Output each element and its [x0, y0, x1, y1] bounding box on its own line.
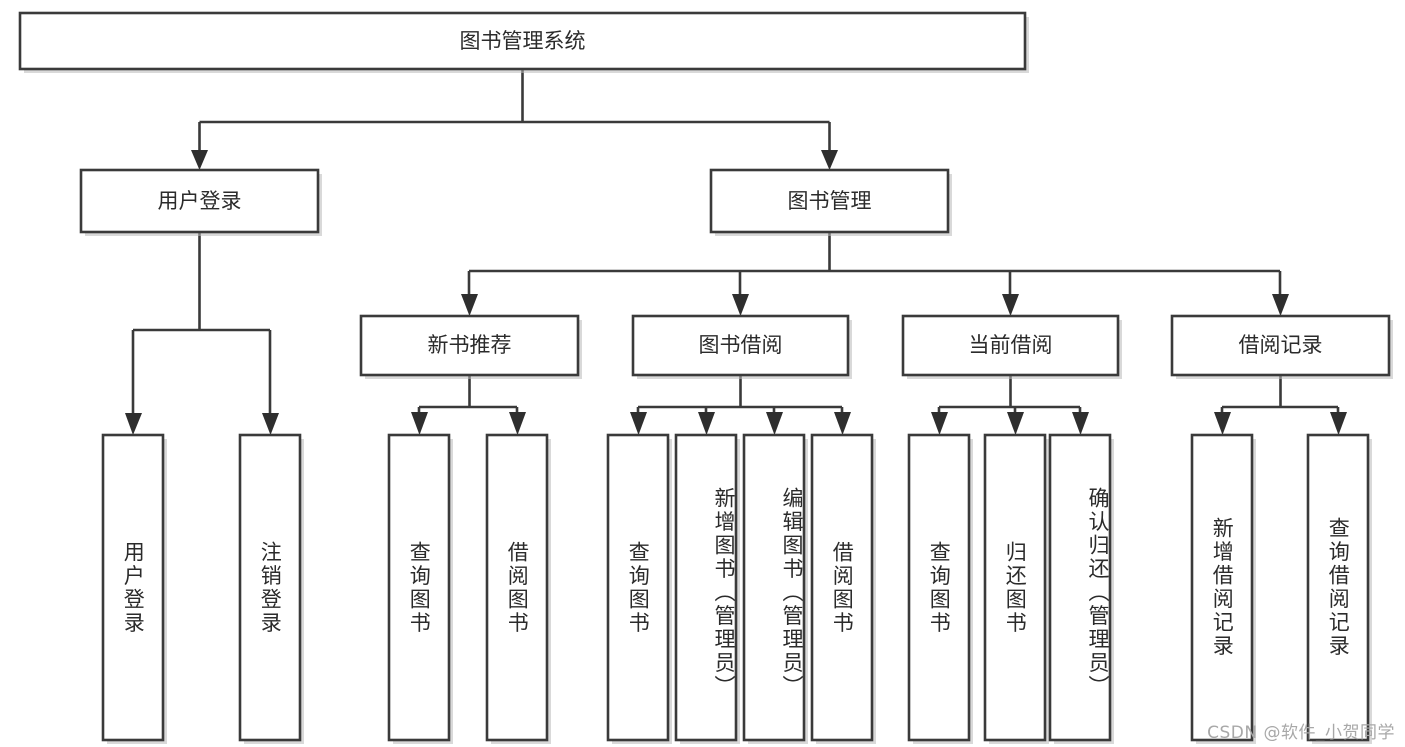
leaf-box-confirm-return[interactable]: [1048, 433, 1112, 742]
leaf-box-return-book[interactable]: [983, 433, 1047, 742]
node-new-book-rec-label: 新书推荐: [428, 333, 512, 357]
node-book-borrow[interactable]: 图书借阅: [631, 314, 852, 379]
leaf-box-query-book-1[interactable]: [387, 433, 451, 742]
node-root[interactable]: 图书管理系统: [18, 11, 1029, 73]
leaf-box-query-book-2[interactable]: [606, 433, 670, 742]
leaf-box-add-book[interactable]: [674, 433, 738, 742]
connector-group-new-book-rec: [411, 375, 526, 435]
node-book-manage-label: 图书管理: [788, 189, 872, 213]
node-book-manage[interactable]: 图书管理: [709, 168, 952, 236]
leaf-box-query-book-3[interactable]: [907, 433, 971, 742]
arrowhead-user-login: [191, 150, 208, 170]
arrowhead-leaf-query-book-1: [411, 412, 428, 435]
arrowhead-leaf-query-book-3: [931, 412, 948, 435]
connector-group-root: [191, 69, 838, 170]
arrowhead-leaf-add-book: [698, 412, 715, 435]
node-borrow-record-label: 借阅记录: [1239, 333, 1323, 357]
leaf-boxes: [101, 433, 1372, 744]
leaf-box-query-record[interactable]: [1306, 433, 1370, 742]
arrowhead-leaf-return-book: [1007, 412, 1024, 435]
watermark-text: CSDN @软件_小贺同学: [1207, 723, 1395, 743]
node-new-book-rec[interactable]: 新书推荐: [359, 314, 582, 379]
node-borrow-record[interactable]: 借阅记录: [1170, 314, 1393, 379]
arrowhead-leaf-add-record: [1214, 412, 1231, 435]
arrowhead-borrow-record: [1272, 294, 1289, 316]
leaf-box-user-login[interactable]: [101, 433, 165, 742]
arrowhead-book-borrow: [732, 294, 749, 316]
leaf-box-borrow-book-1[interactable]: [485, 433, 549, 742]
node-current-borrow[interactable]: 当前借阅: [901, 314, 1122, 379]
connector-group-user-login: [125, 232, 279, 435]
node-user-login[interactable]: 用户登录: [79, 168, 322, 236]
arrowhead-new-book-rec: [461, 294, 478, 316]
connector-group-book-manage: [461, 232, 1289, 316]
leaf-box-edit-book[interactable]: [742, 433, 806, 742]
arrowhead-leaf-query-book-2: [630, 412, 647, 435]
arrowhead-leaf-edit-book: [766, 412, 783, 435]
arrowhead-leaf-user-logout: [262, 413, 279, 435]
arrowhead-current-borrow: [1002, 294, 1019, 316]
arrowhead-leaf-query-record: [1330, 412, 1347, 435]
arrowhead-book-manage: [821, 150, 838, 170]
node-user-login-label: 用户登录: [158, 189, 242, 213]
connector-group-current-borrow: [931, 375, 1089, 435]
leaf-box-borrow-book-2[interactable]: [810, 433, 874, 742]
arrowhead-leaf-confirm-return: [1072, 412, 1089, 435]
leaf-box-user-logout[interactable]: [238, 433, 302, 742]
connector-group-borrow-record: [1214, 375, 1347, 435]
arrowhead-leaf-borrow-book-1: [509, 412, 526, 435]
connector-group-book-borrow: [630, 375, 851, 435]
node-root-label: 图书管理系统: [460, 29, 586, 53]
leaf-box-add-record[interactable]: [1190, 433, 1254, 742]
node-current-borrow-label: 当前借阅: [969, 333, 1053, 357]
node-book-borrow-label: 图书借阅: [699, 333, 783, 357]
arrowhead-leaf-borrow-book-2: [834, 412, 851, 435]
arrowhead-leaf-user-login: [125, 413, 142, 435]
